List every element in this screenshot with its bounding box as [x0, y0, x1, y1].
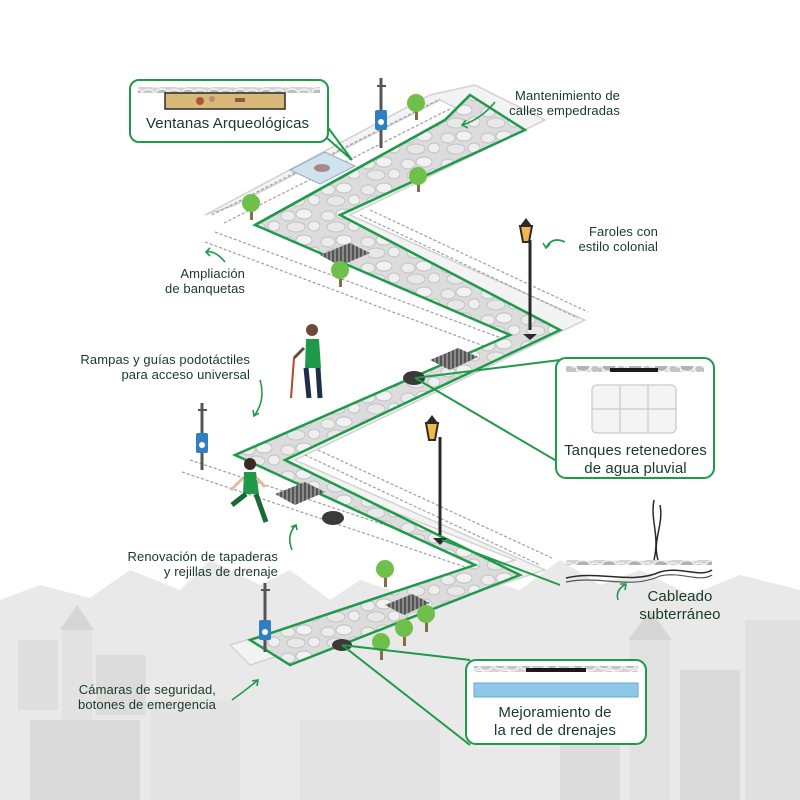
connector-tanques	[414, 359, 561, 379]
drain-grate-icon	[385, 594, 430, 615]
label-rampas-guias: Rampas y guías podotáctiles para acceso …	[80, 352, 250, 382]
arrow-ampliacion	[205, 250, 226, 263]
street-surface	[231, 93, 563, 667]
tree-icon	[242, 194, 260, 220]
archaeological-window-icon	[288, 151, 357, 185]
arrow-mantenimiento	[461, 101, 496, 126]
tree-icon	[407, 94, 425, 120]
label-cableado-subterraneo: Cableado subterráneo	[639, 588, 721, 623]
label-mantenimiento-calles: Mantenimiento de calles empedradas	[509, 88, 620, 118]
connector-drenajes	[341, 644, 471, 661]
tree-icon	[331, 261, 349, 287]
connector-cableado	[441, 539, 561, 586]
security-camera-pole-icon	[375, 78, 387, 148]
label-renovacion-tapaderas: Renovación de tapaderas y rejillas de dr…	[127, 549, 278, 579]
drain-grates	[275, 243, 478, 615]
tactile-strip	[204, 231, 521, 356]
label-ampliacion-banquetas: Ampliación de banquetas	[165, 266, 245, 296]
label-faroles-coloniales: Faroles con estilo colonial	[578, 224, 658, 254]
sidewalk-band	[181, 84, 589, 666]
tactile-strip	[359, 209, 589, 319]
tree-icon	[395, 619, 413, 646]
tanques-callout	[555, 357, 715, 479]
drenajes-callout	[465, 659, 647, 745]
underground-cable-icon	[565, 499, 713, 583]
colonial-street-lamp-icon	[518, 218, 537, 340]
security-camera-pole-icon	[196, 403, 208, 470]
running-woman-icon	[229, 458, 269, 523]
pedestrian-with-cane-icon	[290, 324, 323, 399]
tree-icon	[376, 560, 394, 587]
storage-tank-icon	[591, 384, 677, 434]
security-poles	[196, 78, 387, 652]
archaeological-window-icon	[164, 92, 286, 110]
label-mejoramiento-drenajes: Mejoramiento de la red de drenajes	[494, 704, 616, 739]
drain-cover-icon	[322, 511, 344, 525]
drain-grate-icon	[320, 243, 370, 266]
tactile-strip	[304, 449, 553, 566]
ventanas-callout	[129, 79, 329, 143]
drain-grate-icon	[275, 482, 325, 505]
arrow-renovacion	[288, 524, 297, 551]
security-camera-pole-icon	[259, 583, 271, 652]
arrow-camaras	[231, 679, 259, 701]
arrow-rampas	[253, 379, 263, 417]
cobbled-street	[231, 93, 563, 667]
label-ventanas-arqueologicas: Ventanas Arqueológicas	[146, 115, 310, 132]
arrow-cableado	[616, 583, 627, 601]
drain-grate-icon	[430, 348, 478, 370]
tree-icon	[372, 633, 390, 660]
tree-icon	[417, 605, 435, 632]
trees	[242, 94, 435, 660]
label-tanques-retenedores: Tanques retenedores de agua pluvial	[564, 442, 707, 477]
drainage-pipe-icon	[473, 682, 639, 698]
tree-icon	[409, 167, 427, 192]
label-camaras-seguridad: Cámaras de seguridad, botones de emergen…	[78, 682, 216, 712]
